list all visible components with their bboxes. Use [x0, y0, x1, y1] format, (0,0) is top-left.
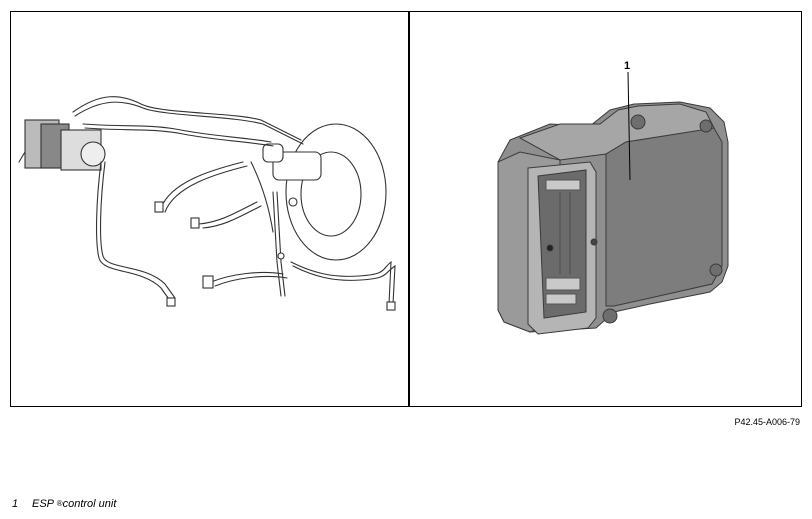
esp-control-unit-panel: 1	[410, 12, 801, 406]
legend-item-number: 1	[12, 498, 19, 510]
panel-divider	[408, 12, 410, 406]
callout-1-label: 1	[624, 60, 631, 72]
registered-mark: ®	[56, 499, 63, 508]
callout-1-leader	[627, 71, 631, 181]
legend-item-text-after: control unit	[62, 498, 117, 510]
brake-line-overview-panel	[11, 12, 408, 406]
figure-frame: 1	[10, 11, 802, 407]
legend-item-text-before: ESP	[32, 498, 54, 510]
legend: 1 ESP ®control unit	[12, 498, 116, 510]
master-cylinder	[272, 151, 322, 181]
figure-code: P42.45-A006-79	[734, 417, 800, 427]
brake-lines-illustration	[18, 96, 396, 311]
legend-item: 1 ESP ®control unit	[12, 498, 116, 510]
esp-control-unit-illustration	[497, 71, 729, 335]
